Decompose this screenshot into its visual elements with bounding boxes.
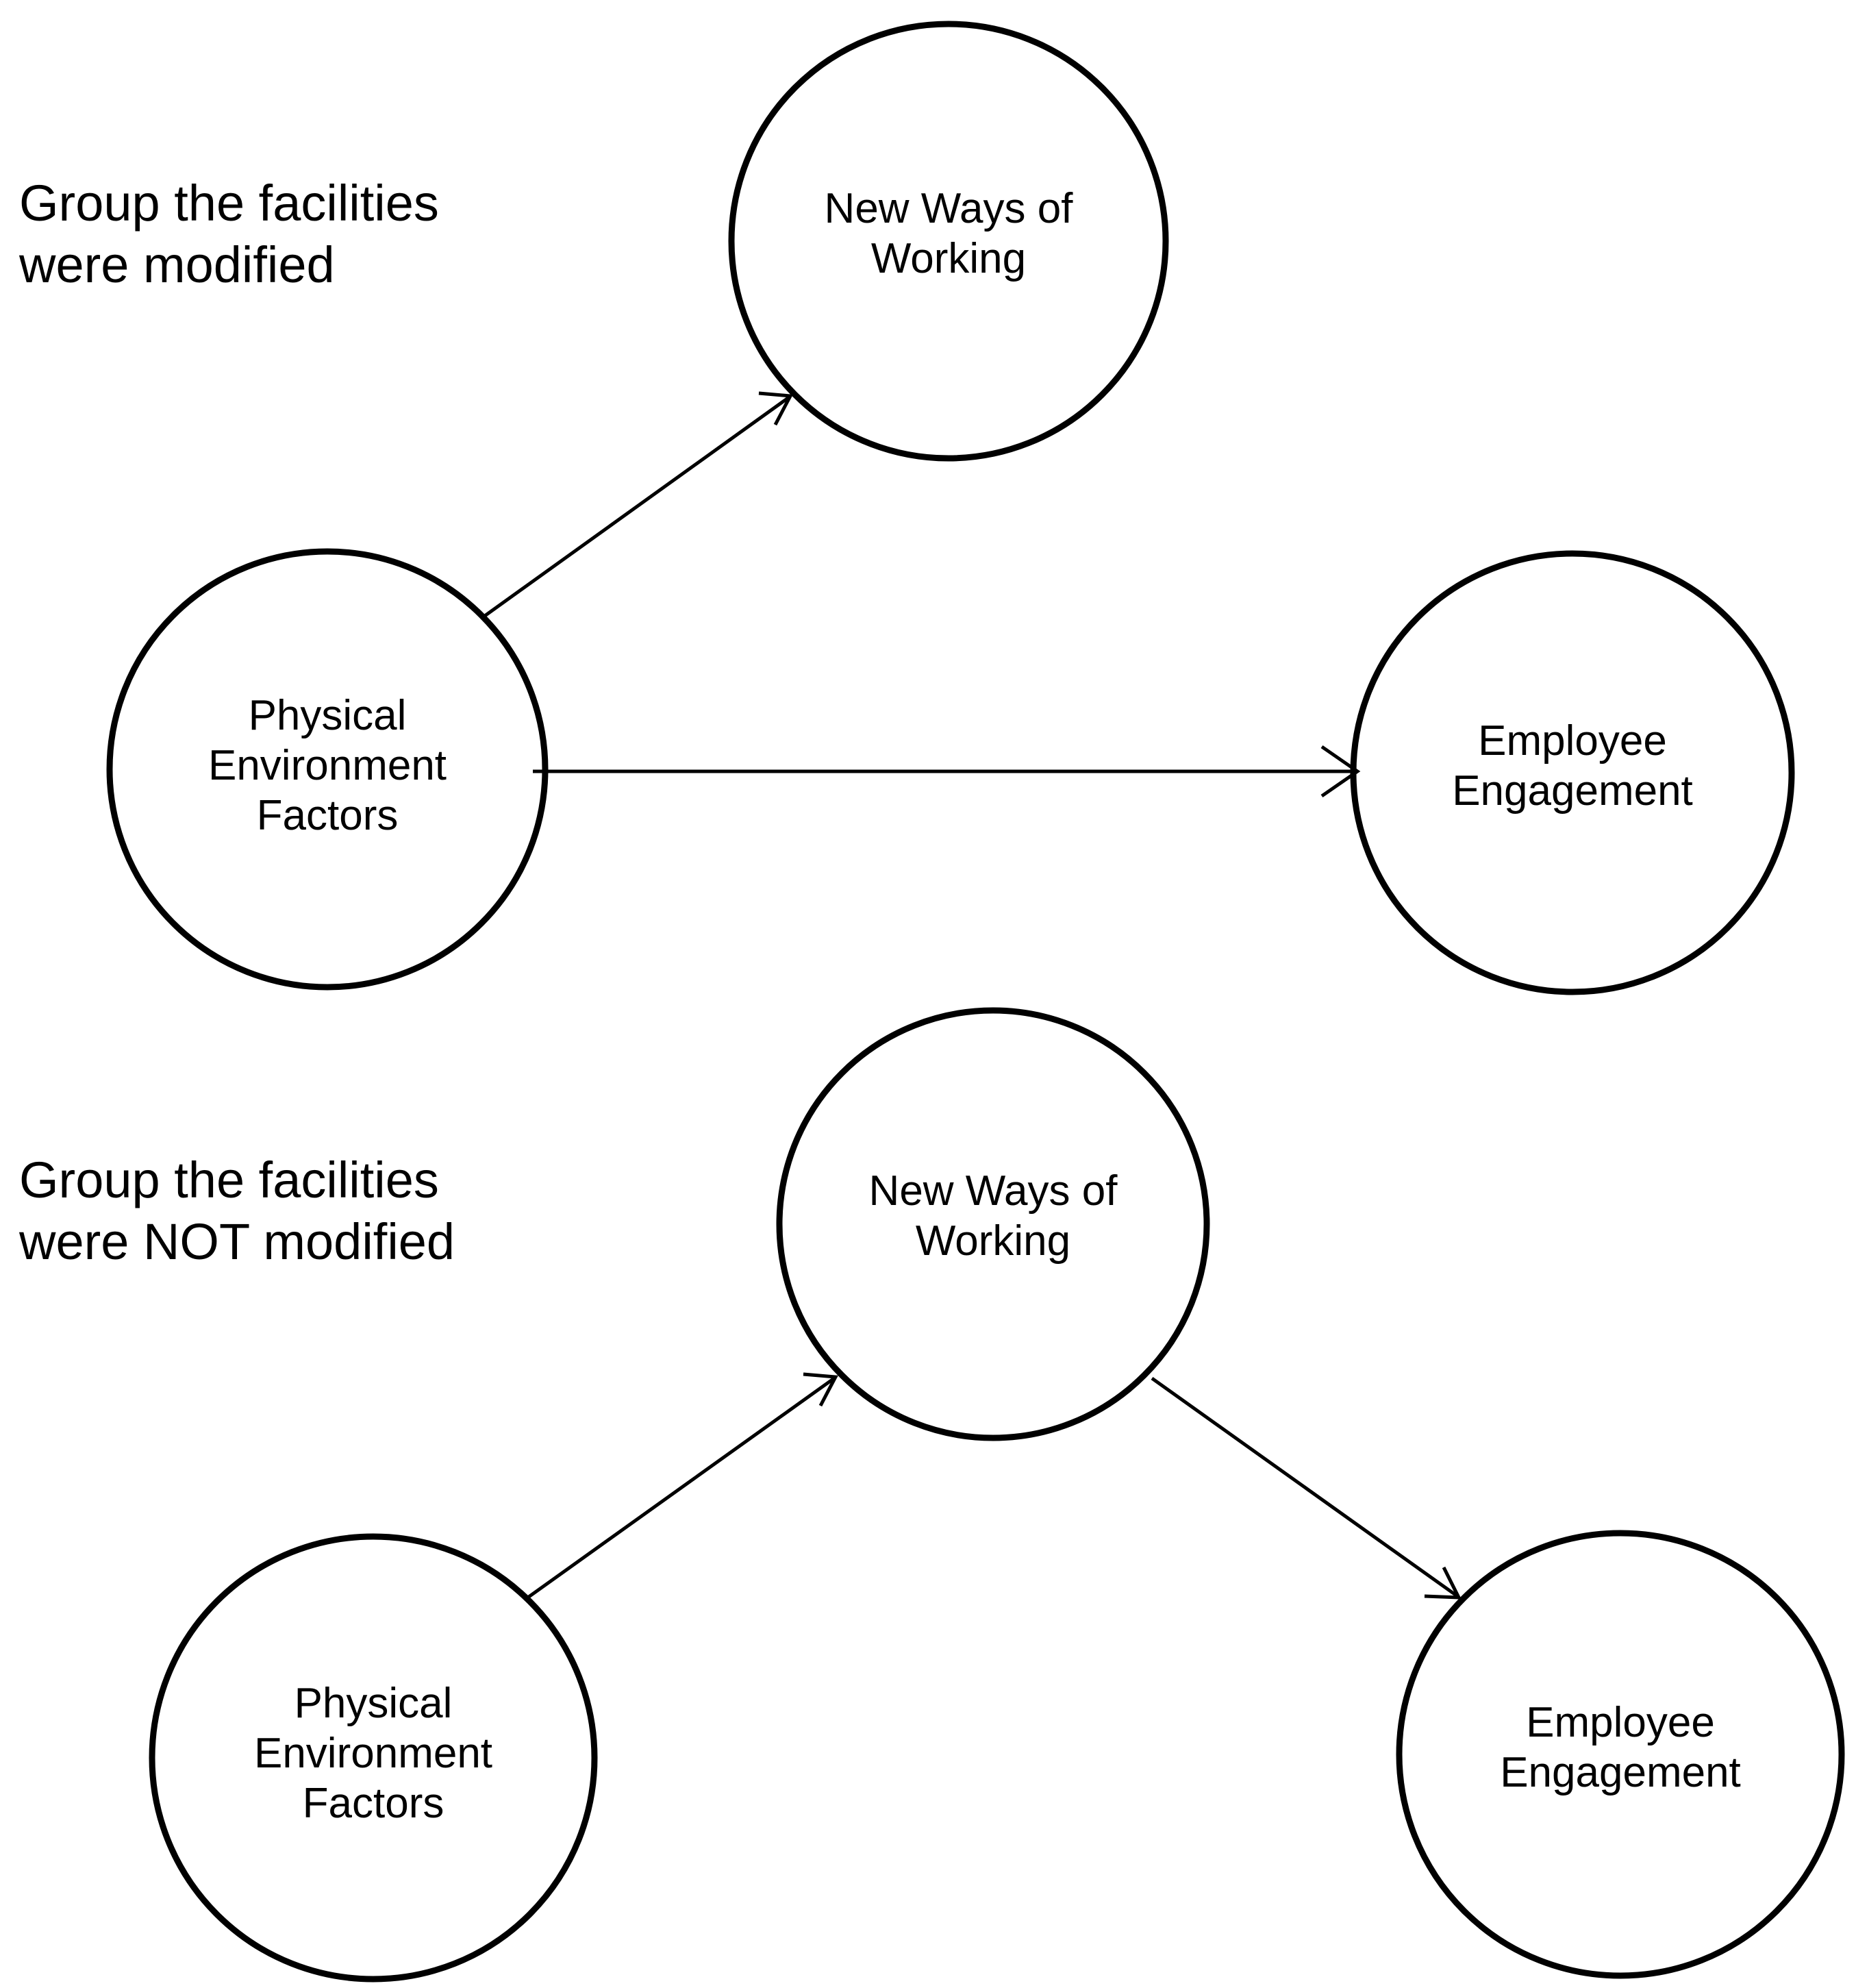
edge-nwow-to-ee-not-modified bbox=[1151, 1376, 1459, 1598]
node-circle-physical-environment-factors-not-modified[interactable] bbox=[149, 1533, 598, 1983]
node-circle-employee-engagement-modified[interactable] bbox=[1350, 550, 1795, 995]
panel-caption-modified: Group the facilities were modified bbox=[19, 175, 439, 294]
panel-caption-not-modified: Group the facilities were NOT modified bbox=[19, 1152, 455, 1271]
arrowhead-nwow-to-ee-not-modified bbox=[1424, 1566, 1462, 1600]
arrowhead-pef-to-nwow-modified bbox=[758, 391, 793, 426]
edge-pef-to-nwow-modified bbox=[481, 395, 790, 619]
arrowhead-pef-to-nwow-not-modified bbox=[803, 1372, 838, 1407]
node-circle-physical-environment-factors-modified[interactable] bbox=[106, 548, 549, 991]
node-circle-new-ways-of-working-modified[interactable] bbox=[728, 21, 1169, 462]
edge-pef-to-nwow-not-modified bbox=[527, 1376, 836, 1599]
node-circle-new-ways-of-working-not-modified[interactable] bbox=[776, 1007, 1210, 1441]
arrowhead-pef-to-ee-modified bbox=[1320, 745, 1361, 798]
node-circle-employee-engagement-not-modified[interactable] bbox=[1396, 1530, 1845, 1979]
